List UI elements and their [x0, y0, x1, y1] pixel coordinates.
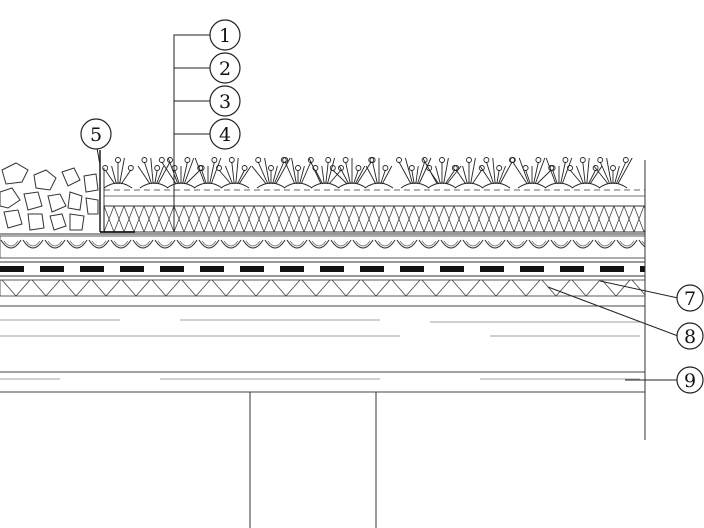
- gravel-border-strip: [0, 162, 99, 231]
- plant-clump: [479, 157, 515, 189]
- plant-clump: [422, 157, 462, 189]
- callout-4-label: 4: [219, 124, 231, 146]
- callout-9: 9: [676, 366, 704, 394]
- callout-5: 5: [80, 118, 112, 150]
- callout-5-label: 5: [90, 124, 102, 146]
- plant-clump: [251, 157, 291, 189]
- plant-clump: [308, 157, 344, 189]
- vegetation-layer: [102, 157, 633, 189]
- leader-lines: [96, 34, 679, 381]
- plant-clump: [364, 157, 394, 189]
- callout-2-label: 2: [219, 58, 231, 80]
- substrate-crosshatch-layer: [103, 205, 646, 233]
- callout-3: 3: [209, 85, 241, 117]
- plant-clump: [509, 157, 555, 189]
- callout-9-label: 9: [684, 370, 696, 392]
- callout-4: 4: [209, 118, 241, 150]
- callout-1: 1: [209, 19, 241, 51]
- plant-clump: [593, 157, 633, 189]
- plant-clump: [216, 157, 252, 189]
- support-column: [249, 392, 377, 528]
- plant-clump: [453, 157, 485, 189]
- callout-3-label: 3: [219, 91, 231, 113]
- plant-clump: [567, 157, 603, 189]
- callout-7: 7: [676, 284, 704, 312]
- plant-clump: [396, 157, 432, 189]
- concrete-slab: [0, 305, 645, 393]
- callout-1-label: 1: [219, 25, 231, 47]
- callout-8-label: 8: [684, 326, 696, 348]
- callout-2: 2: [209, 52, 241, 84]
- drainage-cup-layer: [0, 235, 646, 259]
- callout-8: 8: [676, 322, 704, 350]
- sloped-screed-layer: [0, 279, 646, 297]
- plant-clump: [158, 157, 204, 189]
- callout-7-label: 7: [684, 288, 696, 310]
- plant-clump: [102, 157, 134, 189]
- waterproofing-membrane-layer: [0, 266, 645, 272]
- plant-clump: [282, 157, 314, 189]
- plant-clump: [329, 157, 375, 189]
- plant-clump: [193, 157, 223, 189]
- plant-clump: [137, 157, 173, 189]
- plant-clump: [544, 157, 574, 189]
